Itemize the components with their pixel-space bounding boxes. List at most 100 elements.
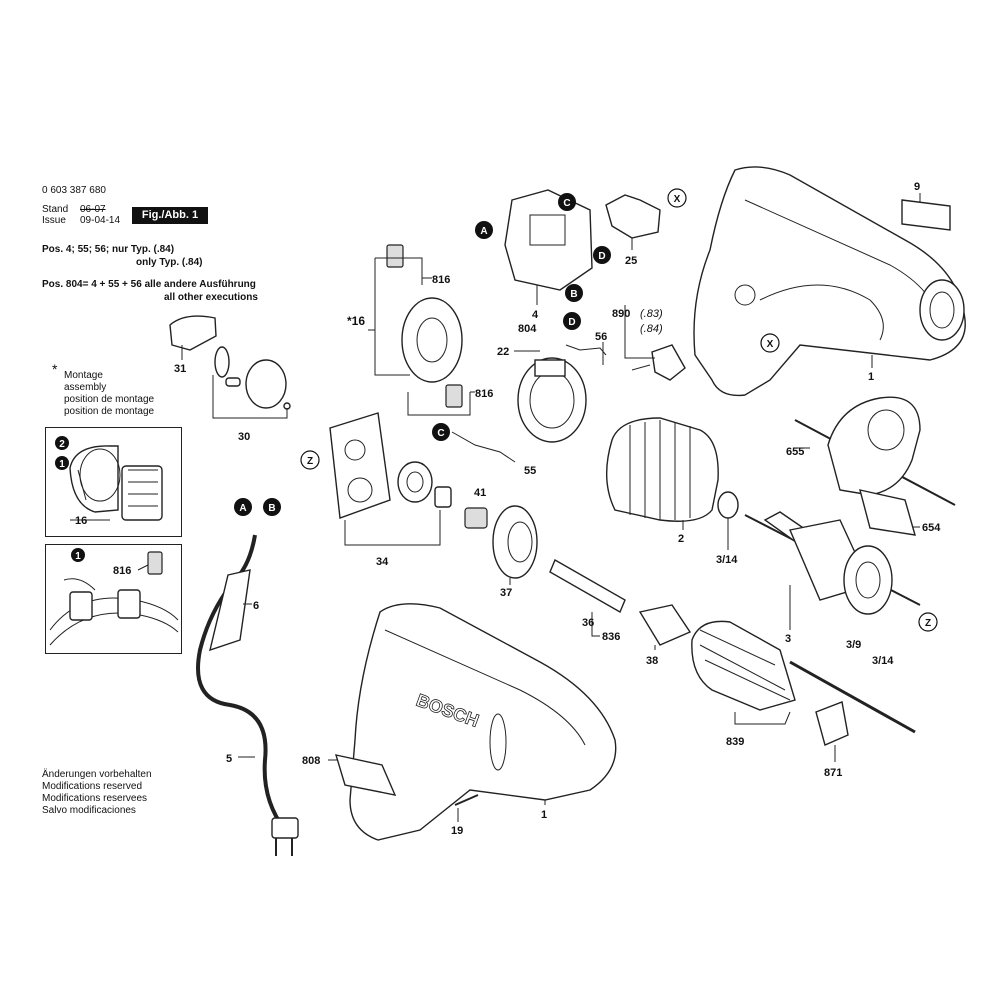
marker-d-top-label: D xyxy=(598,251,605,262)
callout-816-inset: 816 xyxy=(113,565,131,577)
part-31-30-group: 31 30 xyxy=(169,315,291,443)
housing-motor-cavity xyxy=(759,284,884,341)
part-55-wire xyxy=(451,431,516,463)
marker-a-cord-label: A xyxy=(239,503,246,514)
screw-890 xyxy=(631,364,651,371)
marker-one-inset1-label: 1 xyxy=(59,459,65,470)
part-34-plate xyxy=(329,412,391,519)
marker-x-top-label: X xyxy=(674,194,681,205)
callout-3-14-b: 3/14 xyxy=(872,655,894,667)
brush-holder-ring xyxy=(517,357,587,443)
marker-one-inset1 xyxy=(55,456,69,470)
pos-note-1a: Pos. 4; 55; 56; nur Typ. (.84) xyxy=(42,244,175,255)
leader-890 xyxy=(624,305,655,359)
part-34-sleeve xyxy=(434,486,452,508)
marker-d-mid-label: D xyxy=(568,317,575,328)
callout-890: 890 xyxy=(612,308,630,320)
part-6-strain-relief xyxy=(209,569,251,652)
callout-6: 6 xyxy=(253,600,259,612)
part-871-key-bar xyxy=(789,660,916,734)
housing-bottom-vent xyxy=(489,713,507,771)
marker-z-left xyxy=(300,450,320,470)
inset2-arrow xyxy=(63,578,96,591)
bracket-839 xyxy=(734,711,791,725)
callout-31: 31 xyxy=(174,363,186,375)
callout-1-bottom: 1 xyxy=(541,809,547,821)
marker-a-top xyxy=(475,221,493,239)
figure-badge: Fig./Abb. 1 xyxy=(132,207,208,224)
marker-a-top-label: A xyxy=(480,226,487,237)
marker-c-mid xyxy=(432,423,450,441)
inset2-holder-left xyxy=(69,591,93,621)
marker-c-top-label: C xyxy=(563,198,570,209)
part-37-hub xyxy=(507,521,533,563)
housing-bearing-inner xyxy=(929,291,955,329)
callout-55: 55 xyxy=(524,465,536,477)
callout-804: 804 xyxy=(518,323,537,335)
part-30-gear xyxy=(245,359,287,409)
marker-b-top-label: B xyxy=(570,289,577,300)
switch-detail xyxy=(529,214,566,246)
aux-handle-group: 655 654 xyxy=(786,396,956,536)
marker-b-cord-label: B xyxy=(268,503,275,514)
inset2-carbon-brush xyxy=(147,551,163,575)
assembly-line-4: position de montage xyxy=(64,406,155,417)
chuck-group: 839 871 xyxy=(691,620,916,779)
part-30-clip xyxy=(225,377,241,387)
callout-655: 655 xyxy=(786,446,804,458)
part-31-cover xyxy=(169,315,217,351)
part-55-group: 55 C xyxy=(432,423,536,477)
part-34-hole-1 xyxy=(344,439,366,461)
part-38 xyxy=(638,604,692,646)
inset2-arc-1 xyxy=(49,597,179,631)
part-56-group: 56 D xyxy=(563,312,607,365)
housing-shell xyxy=(693,166,966,397)
marker-d-mid xyxy=(563,312,581,330)
part-22-group: 22 xyxy=(497,346,540,358)
part-38-group: 38 xyxy=(638,604,692,667)
marker-z-left-label: Z xyxy=(307,456,313,467)
cord-group: 6 5 A B xyxy=(196,498,299,856)
modifications-line-2: Modifications reserved xyxy=(42,781,143,792)
switch-body xyxy=(504,189,593,291)
housing-screw-boss xyxy=(734,284,756,306)
callout-836: 836 xyxy=(602,631,620,643)
callout-3-14-a: 3/14 xyxy=(716,554,738,566)
inset1-brush-plate xyxy=(69,445,119,513)
leader-36 xyxy=(591,612,600,637)
part-30-washer xyxy=(214,346,230,378)
assembly-line-3: position de montage xyxy=(64,394,155,405)
part-41 xyxy=(464,507,488,529)
pos-note-1b: only Typ. (.84) xyxy=(136,257,203,268)
pos-note-2b: all other executions xyxy=(164,292,258,303)
marker-two-label: 2 xyxy=(59,439,65,450)
callout-5: 5 xyxy=(226,753,232,765)
callout-3-9: 3/9 xyxy=(846,639,861,651)
assembly-line-1: Montage xyxy=(64,370,103,381)
callout-9: 9 xyxy=(914,181,920,193)
marker-x-top xyxy=(667,188,687,208)
marker-x-housing-label: X xyxy=(767,339,774,350)
issue-label: Issue xyxy=(42,215,66,226)
part-37-group: 37 xyxy=(492,505,538,599)
old-date: 06-07 xyxy=(80,204,106,215)
inset1-arrow xyxy=(77,469,87,501)
stator-lamination xyxy=(629,420,691,520)
callout-37: 37 xyxy=(500,587,512,599)
part-5-plug xyxy=(271,817,299,839)
callout-890-a: (.83) xyxy=(640,308,663,320)
marker-a-cord xyxy=(234,498,252,516)
marker-b-top xyxy=(565,284,583,302)
inset1-drawing: 2 1 16 xyxy=(55,436,163,527)
assembly-legend: Montage assembly position de montage pos… xyxy=(64,370,154,418)
part-839-knurling xyxy=(699,629,791,701)
callout-41: 41 xyxy=(474,487,486,499)
part-56-wire xyxy=(565,344,607,356)
stand-label: Stand xyxy=(42,204,69,215)
inset2-drawing: 1 816 xyxy=(49,548,179,646)
callout-16-star: *16 xyxy=(347,314,365,328)
callout-36: 36 xyxy=(582,617,594,629)
part-25-group: 25 X xyxy=(605,188,687,267)
part-654-clamp-ring xyxy=(867,409,905,451)
bracket-816-a xyxy=(375,257,423,285)
